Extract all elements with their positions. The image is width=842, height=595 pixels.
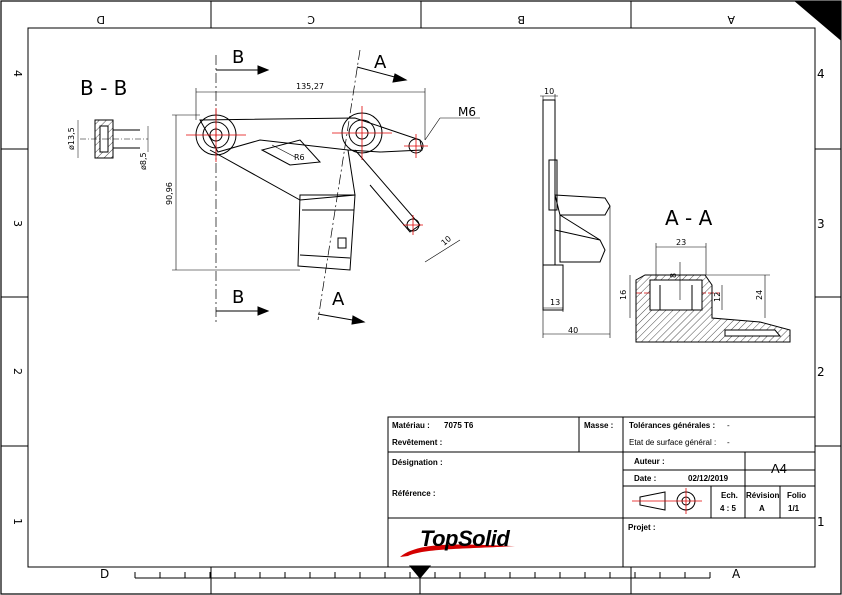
designation-label: Désignation : <box>392 458 443 467</box>
materiau-value: 7075 T6 <box>444 421 474 430</box>
scale-ruler-ticks <box>134 572 711 578</box>
dim-height: 90,96 <box>165 182 174 205</box>
zone-label-bottom-a: A <box>732 567 741 581</box>
dim-aa-12: 12 <box>713 292 722 302</box>
side-view <box>540 94 611 338</box>
row-label-right-4: 4 <box>817 67 825 81</box>
row-label-left-4: 4 <box>11 70 24 77</box>
dim-aa-24: 24 <box>755 290 764 300</box>
dim-aa-8: 8 <box>669 273 678 278</box>
dim-thread: M6 <box>458 105 476 119</box>
title-block-grid <box>387 416 816 568</box>
row-label-right-3: 3 <box>817 217 825 231</box>
date-value: 02/12/2019 <box>688 474 729 483</box>
row-label-left-3: 3 <box>11 220 24 227</box>
logo-swoosh <box>400 544 515 557</box>
revetement-label: Revêtement : <box>392 438 443 447</box>
topsolid-logo: TopSolid <box>420 526 510 551</box>
folio-label: Folio <box>787 491 807 500</box>
section-bb-view <box>77 119 149 159</box>
center-lines <box>186 106 720 294</box>
tolerances-label: Tolérances générales : <box>629 421 716 430</box>
zone-label-bottom-d: D <box>100 567 109 581</box>
dim-aa-16: 16 <box>619 290 628 300</box>
revision-label: Révision <box>746 491 780 500</box>
projection-symbol-axis <box>632 488 702 514</box>
dim-outer-diameter: ø13,5 <box>67 127 76 150</box>
dim-length: 135,27 <box>296 82 324 91</box>
reference-label: Référence : <box>392 489 436 498</box>
cut-label-b-bottom: B <box>232 287 244 308</box>
echelle-label: Ech. <box>721 491 738 500</box>
dim-radius: R6 <box>294 153 305 162</box>
cut-label-a-bottom: A <box>332 289 345 310</box>
dim-inner-diameter: ø8,5 <box>139 152 148 170</box>
section-aa-title: A - A <box>665 206 713 230</box>
projet-label: Projet : <box>628 523 656 532</box>
masse-label: Masse : <box>584 421 614 430</box>
row-label-right-2: 2 <box>817 365 825 379</box>
row-label-left-2: 2 <box>11 368 24 375</box>
tolerances-value: - <box>727 421 730 430</box>
etat-surface-value: - <box>727 438 730 447</box>
materiau-label: Matériau : <box>392 421 430 430</box>
folio-value: 1/1 <box>788 504 800 513</box>
section-aa-view <box>629 243 791 343</box>
cut-label-a-top: A <box>374 52 387 73</box>
dim-side-top: 10 <box>544 87 554 96</box>
row-label-left-1: 1 <box>11 518 24 525</box>
revision-value: A <box>759 504 765 513</box>
etat-surface-label: Etat de surface général : <box>629 438 717 447</box>
zone-label-top-d: D <box>97 13 105 26</box>
date-label: Date : <box>634 474 657 483</box>
zone-label-top-b: B <box>517 13 525 26</box>
auteur-label: Auteur : <box>634 457 665 466</box>
dim-side-total: 40 <box>568 326 578 335</box>
dim-side-bottom: 13 <box>550 298 560 307</box>
zone-label-top-a: A <box>727 13 735 26</box>
format-value: A4 <box>771 461 787 476</box>
front-view <box>172 49 480 325</box>
echelle-value: 4 : 5 <box>720 504 737 513</box>
zone-label-top-c: C <box>307 13 315 26</box>
section-bb-title: B - B <box>80 76 127 100</box>
dim-aa-23: 23 <box>676 238 686 247</box>
cut-label-b-top: B <box>232 47 244 68</box>
row-label-right-1: 1 <box>817 515 825 529</box>
